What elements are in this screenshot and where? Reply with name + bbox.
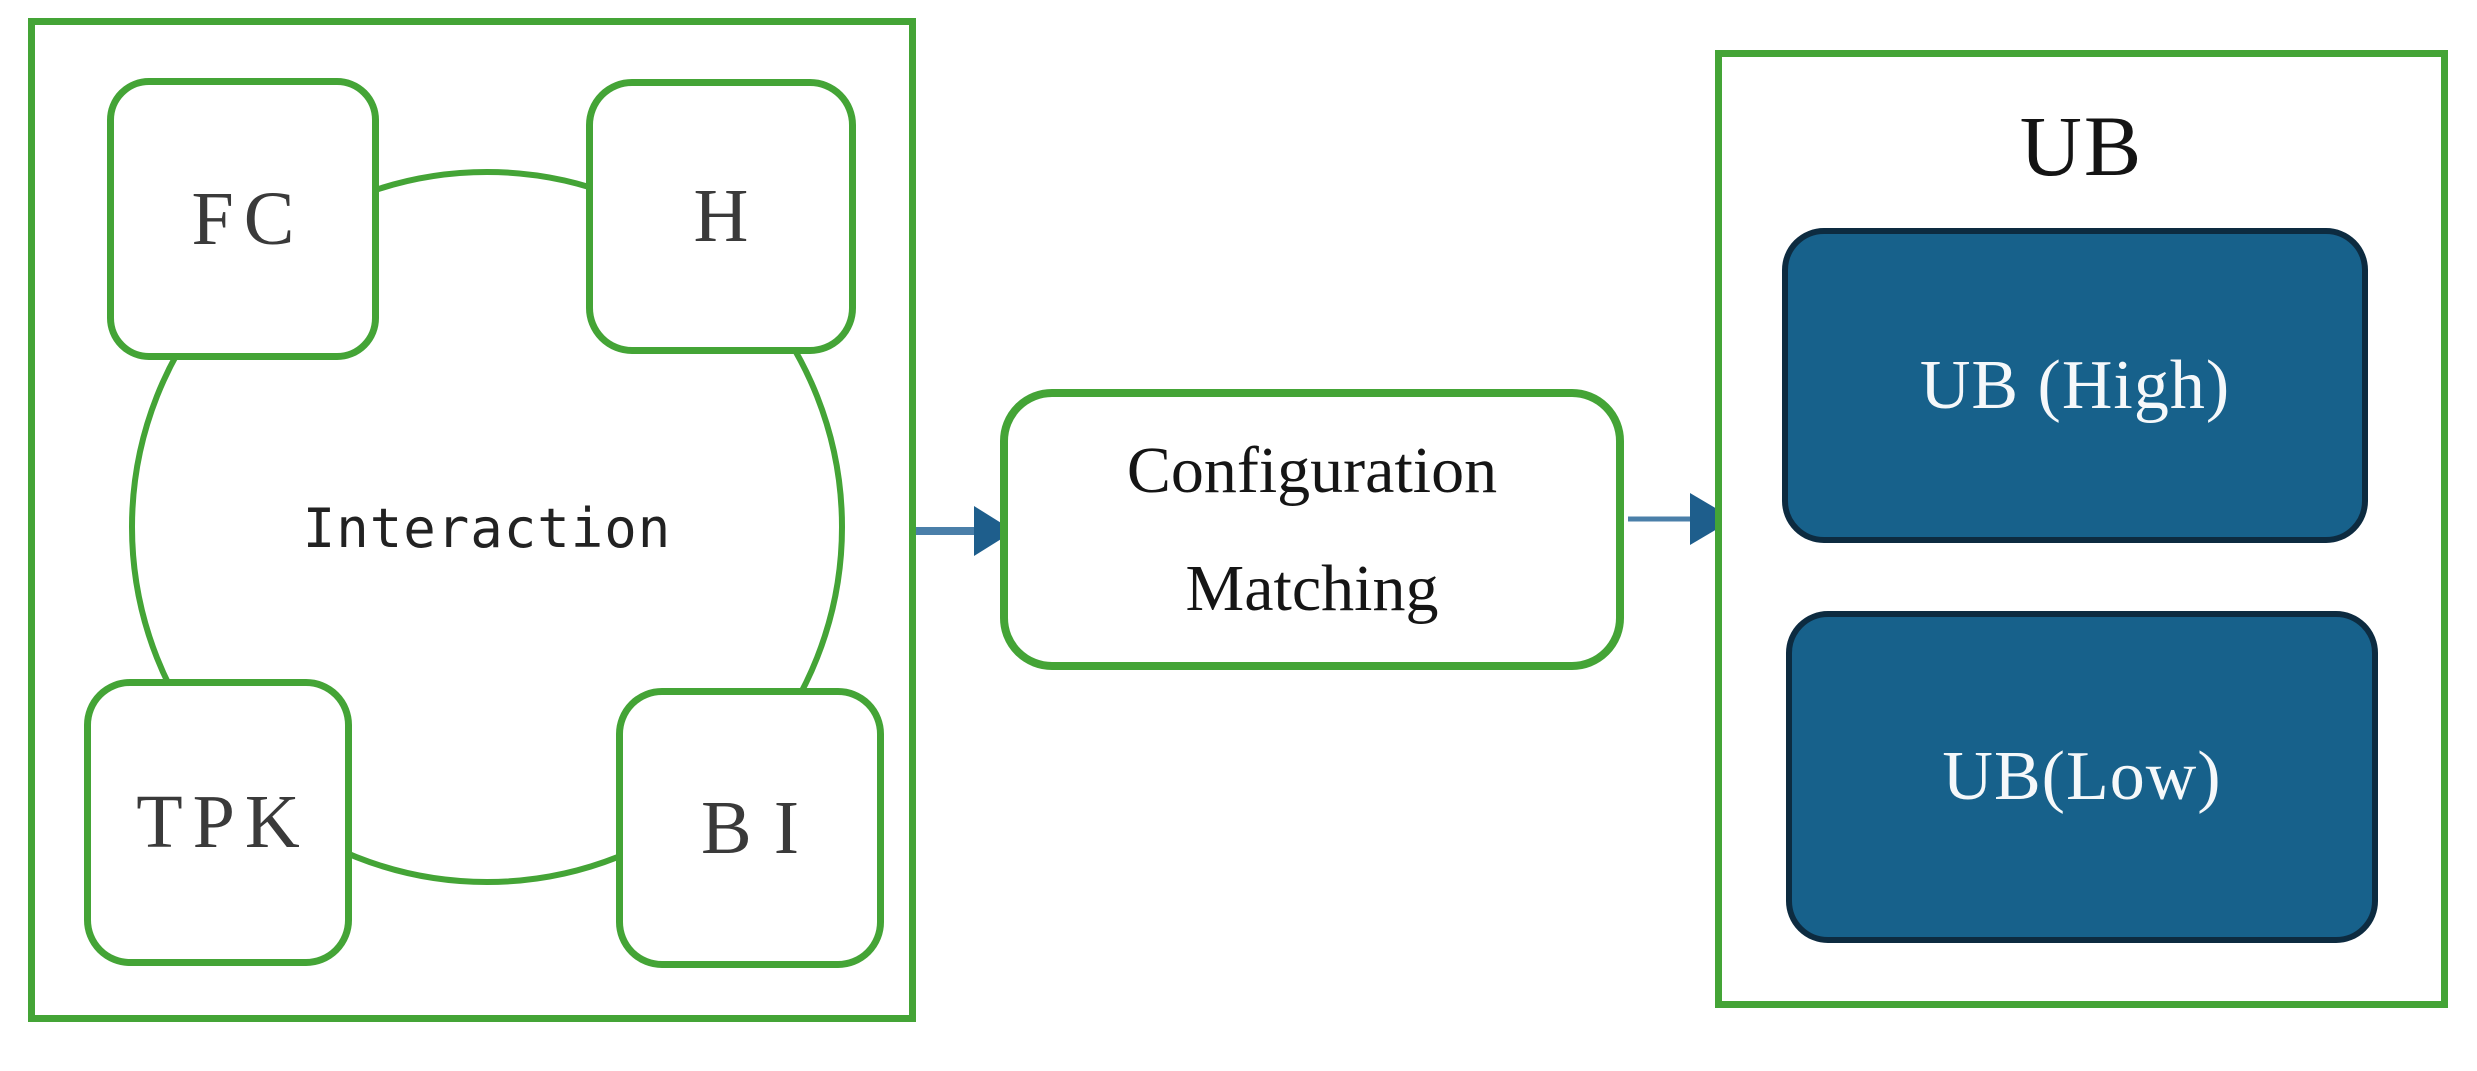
interaction-group-box [28, 18, 916, 1022]
node-bi: BI [616, 688, 884, 968]
node-bi-label: BI [701, 785, 821, 870]
interaction-center-label: Interaction [302, 497, 672, 560]
ub-group-title: UB [2019, 98, 2144, 194]
ub-high-label: UB (High) [1919, 346, 2231, 424]
node-h-label: H [693, 174, 759, 258]
arrow-left-to-middle [916, 506, 1014, 556]
ub-high-box: UB (High) [1782, 228, 2368, 543]
ub-low-box: UB(Low) [1786, 611, 2378, 943]
node-h: H [586, 79, 856, 354]
interaction-circle [129, 169, 845, 885]
arrowhead-icon [1690, 493, 1734, 545]
node-tpk-label: TPK [136, 780, 310, 864]
node-fc-label: FC [191, 176, 305, 261]
node-tpk: TPK [84, 679, 352, 966]
configuration-matching-box: Configuration Matching [1000, 389, 1624, 670]
node-fc: FC [107, 78, 379, 360]
configuration-matching-line2: Matching [1185, 551, 1439, 625]
ub-low-label: UB(Low) [1942, 738, 2222, 815]
arrow-middle-to-right [1628, 493, 1734, 545]
configuration-matching-line1: Configuration [1126, 433, 1498, 507]
arrowhead-icon [974, 506, 1014, 556]
